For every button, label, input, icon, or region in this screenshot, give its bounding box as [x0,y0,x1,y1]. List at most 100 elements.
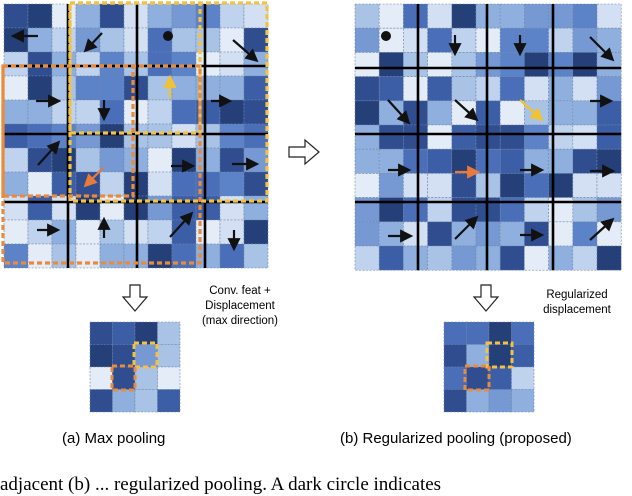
left-pooled-cell [89,321,113,345]
dot-icon [163,31,173,41]
right-pooled-cell [466,344,490,368]
right-grid-cell [451,221,477,247]
right-grid-cell [596,245,622,271]
left-pooled-cell [89,389,113,413]
right-grid-cell [427,173,453,198]
region-highlight-box [132,341,159,369]
left-grid-cell [243,147,269,173]
left-grid-cell [171,27,197,53]
left-grid-cell [147,75,173,101]
left-grid-cell [243,243,269,269]
left-feature-grid [3,3,269,269]
right-grid-cell [427,148,453,174]
right-pooled-cell [488,389,512,413]
right-grid-cell [427,76,453,102]
right-grid-cell [378,245,404,271]
right-grid-cell [403,76,428,102]
right-grid-cell [427,27,453,53]
right-pooled-cell [511,344,535,368]
left-grid-cell [51,27,77,53]
right-grid-cell [427,221,453,247]
region-highlight-box [110,364,137,392]
left-grid-cell [171,3,197,29]
arrow-icon [37,140,61,166]
left-grid-cell [51,147,77,173]
region-highlight-box [1,64,135,198]
left-grid-cell [3,99,29,125]
right-grid-cell [596,3,622,29]
dot-icon [381,31,391,41]
left-pooled-cell [157,366,181,390]
left-grid-cell [27,51,53,77]
right-grid-cell [499,124,525,150]
left-grid-cell [75,99,101,125]
left-grid-cell [147,171,173,197]
left-grid-cell [51,99,77,125]
left-pooled-cell [157,344,181,368]
right-grid-cell [572,124,598,150]
left-grid-cell [99,171,125,197]
left-grid-cell [243,75,269,101]
right-grid-cell [403,173,428,198]
right-grid-cell [596,221,622,247]
left-grid-cell [75,3,101,29]
right-grid-cell [354,100,380,126]
arrow-icon [454,99,479,122]
right-grid-cell [524,100,549,126]
left-grid-cell [75,219,101,245]
left-grid-cell [171,123,197,149]
left-grid-cell [99,27,125,53]
arrow-icon [83,32,103,53]
left-grid-cell [219,195,245,221]
right-grid-cell [403,27,428,53]
left-pooled-cell [134,366,158,390]
left-note: Conv. feat + Displacement (max direction… [186,284,294,329]
right-grid-cell [403,221,428,247]
right-grid-cell [524,52,549,77]
right-grid-cell [427,245,453,271]
left-note-line-2: Displacement [205,300,275,312]
right-feature-grid [354,3,622,271]
right-grid-cell [378,173,404,198]
left-grid-cell [3,171,29,197]
arrow-icon [454,215,479,240]
left-pooled-cell [134,389,158,413]
right-grid-cell [378,221,404,247]
right-grid-cell [354,3,380,29]
right-pooled-cell [488,366,512,390]
left-grid-cell [3,219,29,245]
right-grid-cell [499,100,525,126]
left-pooled-cell [89,344,113,368]
right-grid-cell [451,148,477,174]
left-grid-cell [75,123,101,149]
right-pooled-cell [443,344,467,368]
right-grid-cell [354,245,380,271]
left-grid-cell [147,123,173,149]
right-grid-cell [403,3,428,29]
right-grid-cell [499,173,525,198]
left-grid-cell [75,147,101,173]
left-grid-cell [219,51,245,77]
left-grid-cell [3,27,29,53]
right-grid-cell [572,245,598,271]
left-grid-cell [219,75,245,101]
right-grid-cell [572,148,598,174]
left-grid-cell [27,99,53,125]
cut-off-caption-text: adjacent (b) ... regularized pooling. A … [0,474,442,495]
right-grid-cell [403,124,428,150]
left-grid-cell [27,147,53,173]
right-note: Regularized displacement [532,288,622,318]
right-pooled-cell [511,366,535,390]
left-grid-cell [171,195,197,221]
left-grid-cell [99,3,125,29]
left-grid-cell [99,147,125,173]
left-pooled-cell [157,321,181,345]
left-grid-cell [195,3,221,29]
left-grid-cell [147,51,173,77]
right-grid-cell [524,173,549,198]
right-grid-cell [572,52,598,77]
left-grid-cell [219,3,245,29]
left-grid-cell [171,99,197,125]
left-grid-cell [99,51,125,77]
left-grid-cell [51,75,77,101]
